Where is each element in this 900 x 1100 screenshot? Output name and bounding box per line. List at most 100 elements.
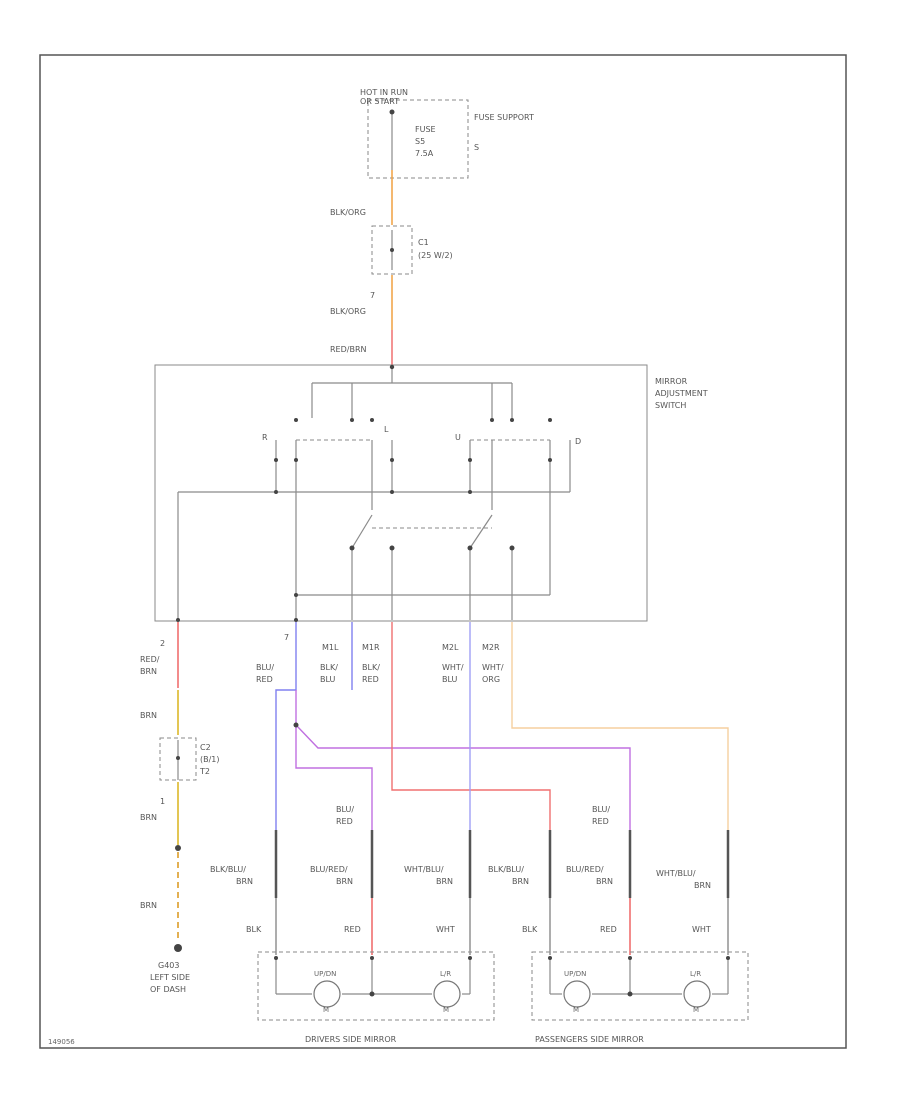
driver-pin-1 xyxy=(274,956,278,960)
driver-pin-3 xyxy=(468,956,472,960)
mirror-switch-box xyxy=(154,364,648,622)
driver-common-splice xyxy=(369,991,375,997)
ground-wire-label-a: RED/ xyxy=(140,655,160,664)
driver-conn-2-b: BRN xyxy=(336,877,353,886)
ground-splice xyxy=(175,845,181,851)
wire-orange-m2r xyxy=(511,622,729,830)
ground-point-g403 xyxy=(174,944,182,952)
connector-c2-pin xyxy=(176,756,180,760)
driver-updn-m: M xyxy=(323,1006,329,1014)
feed-wire-label-2: BLK/ORG xyxy=(330,307,366,316)
fuse-support-letter: S xyxy=(474,143,479,152)
ground-wire-brn-label: BRN xyxy=(140,711,157,720)
driver-blk-label: BLK xyxy=(246,925,262,934)
mirror-feed-wires xyxy=(275,898,729,955)
switch-contact-dots xyxy=(176,364,552,622)
pass-red-label: RED xyxy=(600,925,617,934)
driver-lr-motor xyxy=(433,980,461,1008)
wire-m1r-label-b: RED xyxy=(362,675,379,684)
wire-violet-driver xyxy=(295,725,373,830)
connector-c1-pins: (25 W/2) xyxy=(418,251,453,260)
pass-conn-2-a: BLU/RED/ xyxy=(566,865,604,874)
pass-conn-3-b: BRN xyxy=(694,881,711,890)
driver-pin-2 xyxy=(370,956,374,960)
switch-letter-d: D xyxy=(575,437,581,446)
driver-mirror-wiring xyxy=(275,958,471,995)
connector-c1-pin xyxy=(390,248,394,252)
pass-conn-1-a: BLK/BLU/ xyxy=(488,865,524,874)
ground-wire-label-b: BRN xyxy=(140,667,157,676)
switch-label-3: SWITCH xyxy=(655,401,686,410)
driver-updn-motor xyxy=(313,980,341,1008)
pin-7-label: 7 xyxy=(284,633,289,642)
pass-blk-label: BLK xyxy=(522,925,538,934)
switch-internal-wiring xyxy=(177,365,571,620)
driver-conn-3-b: BRN xyxy=(436,877,453,886)
ground-label-1: G403 xyxy=(158,961,179,970)
diagram-id: 149056 xyxy=(48,1038,75,1046)
passenger-lr-m: M xyxy=(693,1006,699,1014)
passenger-updn-label: UP/DN xyxy=(564,970,586,978)
feed-pin-7: 7 xyxy=(370,291,375,300)
switch-letter-u: U xyxy=(455,433,461,442)
connector-c1-label: C1 xyxy=(418,238,429,247)
wire-driver-blu-red-a: BLU/ xyxy=(336,805,354,814)
passenger-mirror-box xyxy=(531,951,749,1021)
pass-conn-1-b: BRN xyxy=(512,877,529,886)
driver-conn-2-a: BLU/RED/ xyxy=(310,865,348,874)
passenger-common-splice xyxy=(627,991,633,997)
driver-wht-label: WHT xyxy=(436,925,455,934)
wire-m1l-label-b: BLU xyxy=(320,675,336,684)
ground-wire-brn-label-2: BRN xyxy=(140,813,157,822)
driver-mirror-box xyxy=(257,951,495,1021)
pass-conn-3-a: WHT/BLU/ xyxy=(656,869,696,878)
switch-letter-l: L xyxy=(384,425,389,434)
driver-conn-3-a: WHT/BLU/ xyxy=(404,865,444,874)
wire-pass-blu-red-a: BLU/ xyxy=(592,805,610,814)
pass-wht-label: WHT xyxy=(692,925,711,934)
passenger-pin-3 xyxy=(726,956,730,960)
tag-m2r: M2R xyxy=(482,643,500,652)
driver-mirror-label: DRIVERS SIDE MIRROR xyxy=(305,1035,397,1044)
violet-splice xyxy=(293,722,299,728)
connector-c2-pins-2: T2 xyxy=(199,767,210,776)
fuse-terminal-top xyxy=(389,109,395,115)
driver-updn-label: UP/DN xyxy=(314,970,336,978)
fuse-name-label: FUSE xyxy=(415,125,436,134)
passenger-mirror-wiring xyxy=(549,958,729,995)
tag-m1r: M1R xyxy=(362,643,380,652)
fuse-number-label: S5 xyxy=(415,137,425,146)
hot-in-run-label: HOT IN RUN xyxy=(360,88,408,97)
switch-letter-r: R xyxy=(262,433,268,442)
wire-driver-blu-red-b: RED xyxy=(336,817,353,826)
inline-connectors xyxy=(274,830,730,898)
passenger-updn-m: M xyxy=(573,1006,579,1014)
passenger-pin-1 xyxy=(548,956,552,960)
wire-blue-left xyxy=(275,622,297,830)
wire-m2l-label-b: BLU xyxy=(442,675,458,684)
fuse-amps-label: 7.5A xyxy=(415,149,434,158)
ground-label-2: LEFT SIDE xyxy=(150,973,190,982)
passenger-lr-label: L/R xyxy=(690,970,701,978)
passenger-pin-2 xyxy=(628,956,632,960)
connector-c1-box xyxy=(371,225,413,275)
driver-lr-label: L/R xyxy=(440,970,451,978)
wire-m1l-label-a: BLK/ xyxy=(320,663,338,672)
pass-conn-2-b: BRN xyxy=(596,877,613,886)
outer-frame xyxy=(39,54,847,1049)
wire-m1r-label-a: BLK/ xyxy=(362,663,380,672)
tag-m1l: M1L xyxy=(322,643,339,652)
connector-c2-label: C2 xyxy=(200,743,211,752)
passenger-lr-motor xyxy=(683,980,711,1008)
switch-label-1: MIRROR xyxy=(655,377,688,386)
tag-m2l: M2L xyxy=(442,643,459,652)
wire-red-m1r xyxy=(391,622,551,830)
driver-conn-1-b: BRN xyxy=(236,877,253,886)
driver-conn-1-a: BLK/BLU/ xyxy=(210,865,246,874)
ground-label-3: OF DASH xyxy=(150,985,186,994)
or-start-label: OR START xyxy=(360,97,399,106)
fuse-support-box xyxy=(367,99,469,179)
feed-wire-label-1: BLK/ORG xyxy=(330,208,366,217)
